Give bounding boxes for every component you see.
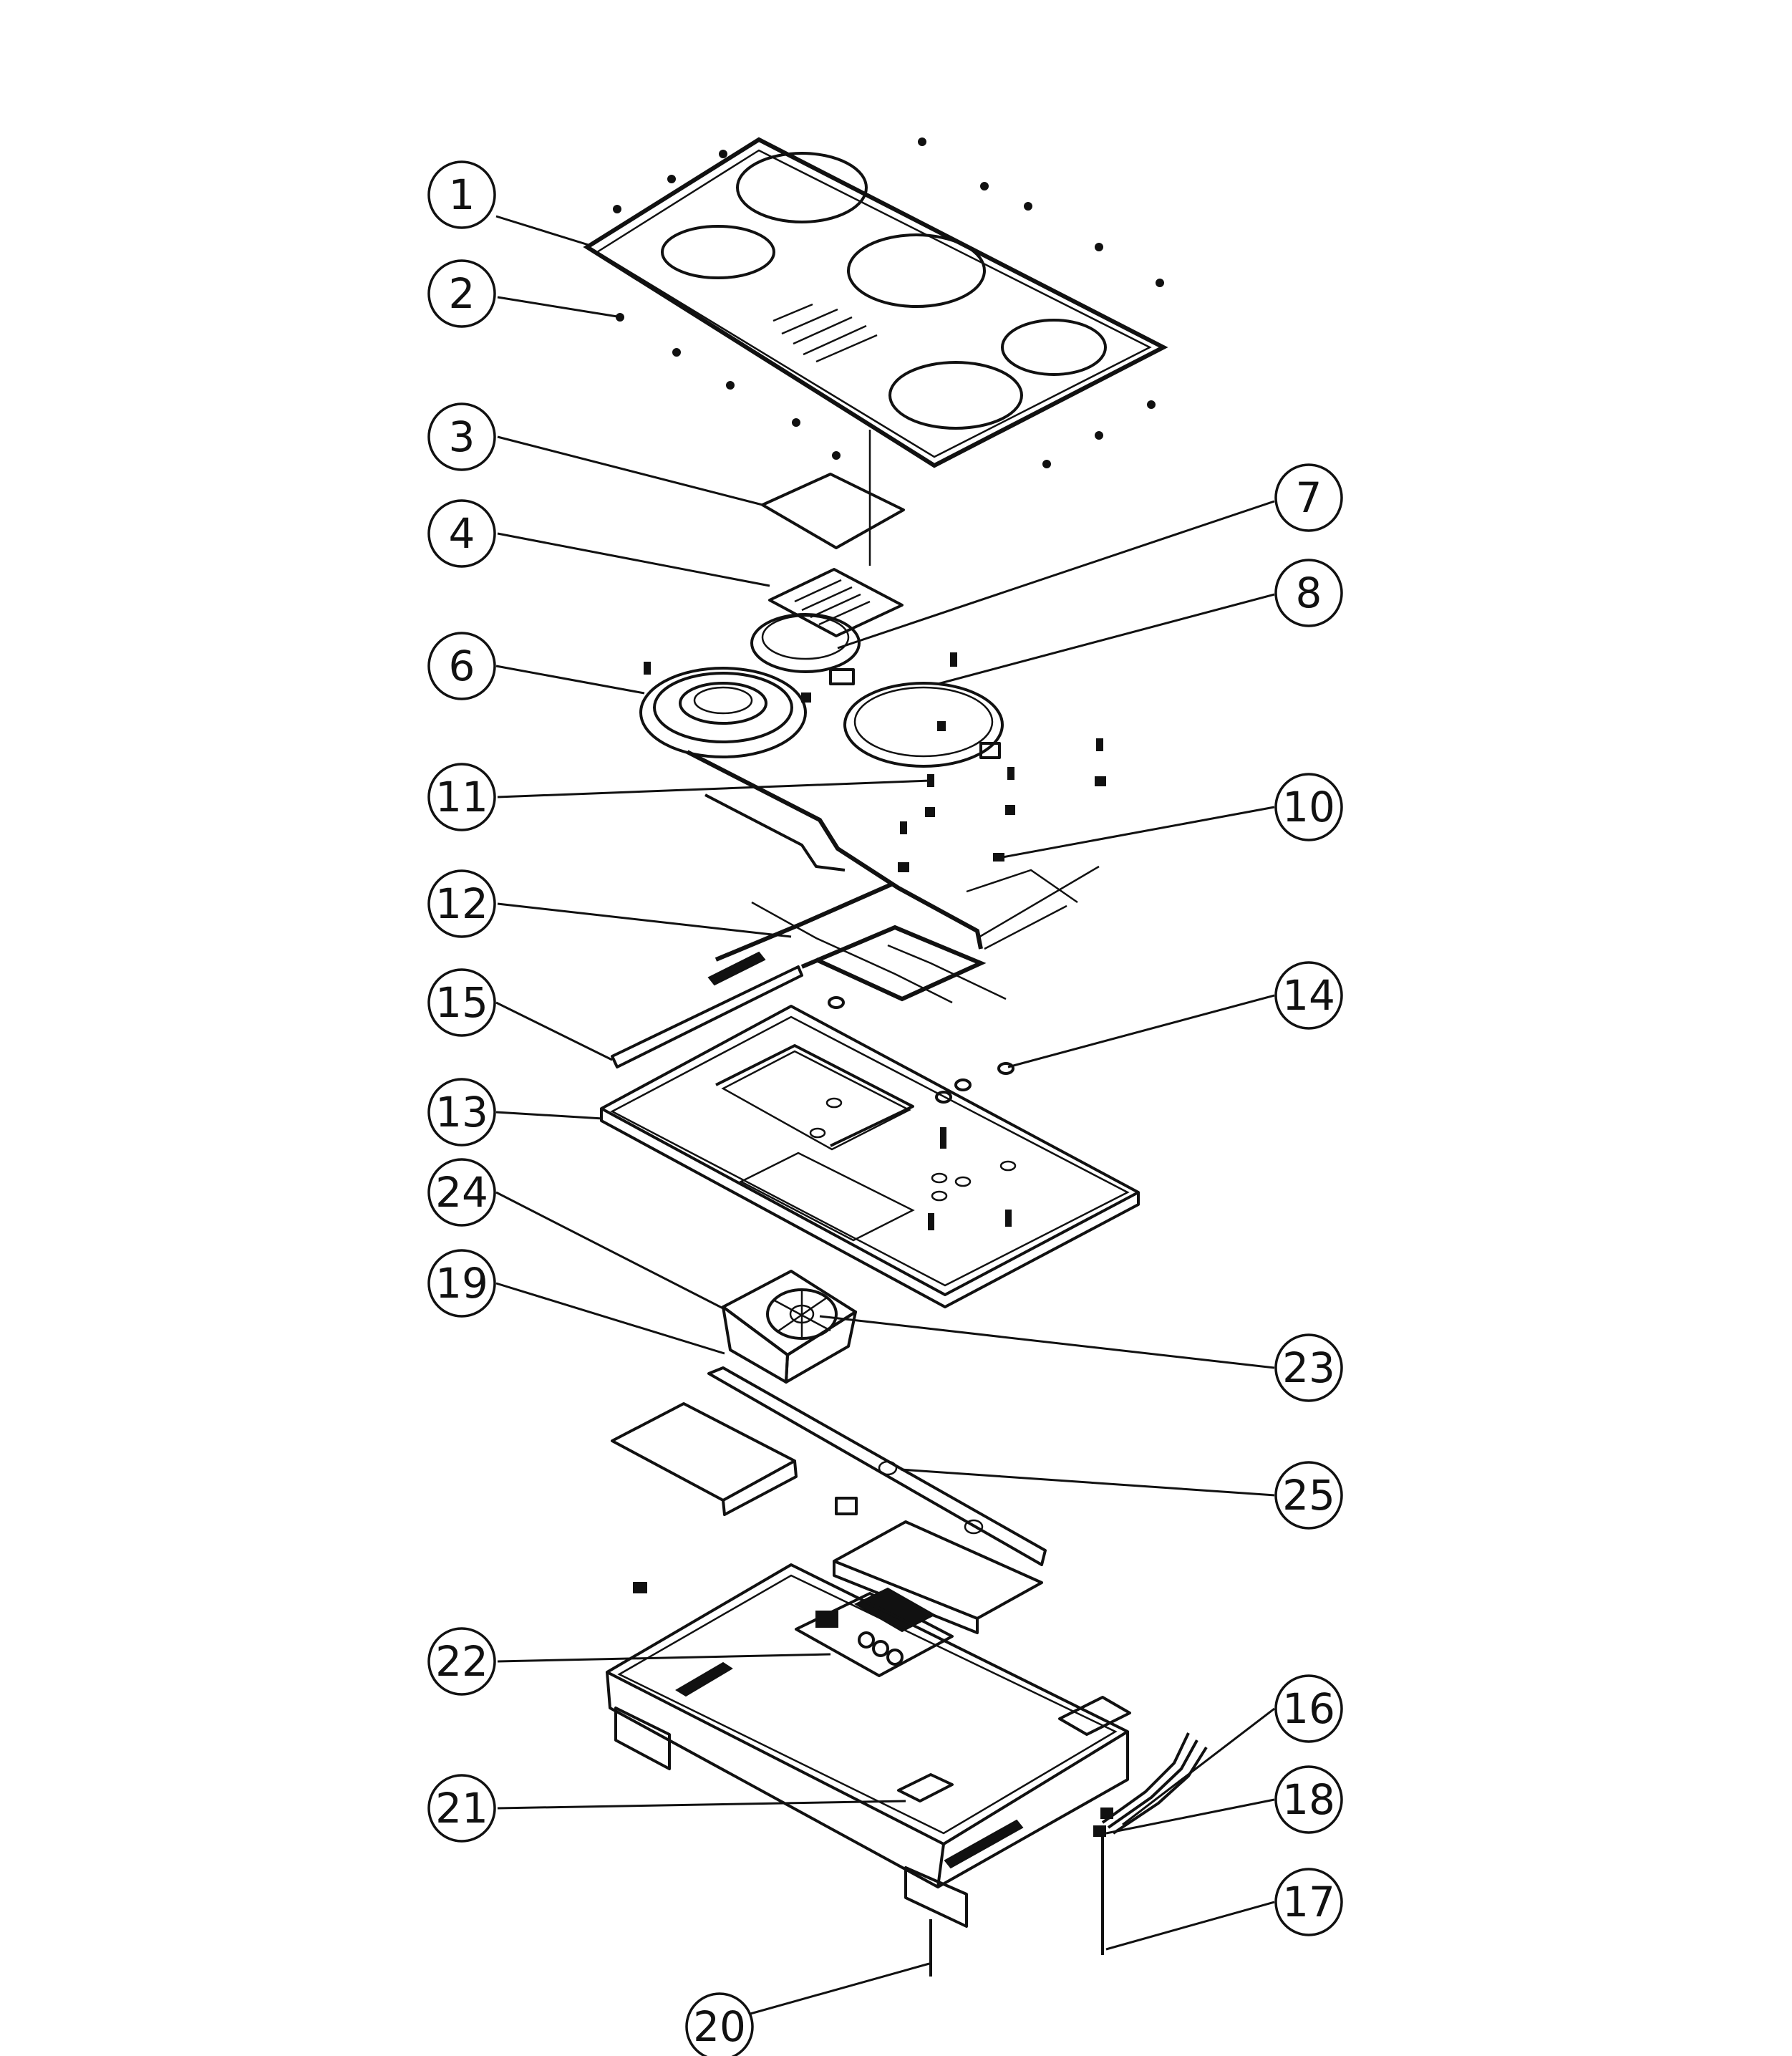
callout-23: 23 (1274, 1333, 1343, 1402)
callout-15: 15 (427, 968, 496, 1037)
callout-2: 2 (427, 259, 496, 328)
touch-board (768, 568, 904, 637)
callout-18: 18 (1274, 1765, 1343, 1834)
callout-20: 20 (685, 1992, 754, 2056)
callout-4: 4 (427, 499, 496, 568)
svg-text:6: 6 (449, 642, 475, 690)
callout-17: 17 (1274, 1868, 1343, 1936)
small-heating-element (750, 613, 861, 685)
terminal-clips (898, 721, 1106, 872)
callout-25: 25 (1274, 1461, 1343, 1530)
svg-text:11: 11 (435, 773, 488, 821)
callout-13: 13 (427, 1078, 496, 1147)
svg-text:10: 10 (1282, 783, 1335, 831)
callout-11: 11 (427, 763, 496, 831)
svg-text:21: 21 (435, 1784, 488, 1833)
svg-text:17: 17 (1282, 1878, 1335, 1926)
glass-top (583, 137, 1168, 468)
svg-text:4: 4 (449, 509, 475, 558)
svg-text:23: 23 (1282, 1343, 1335, 1392)
callout-22: 22 (427, 1627, 496, 1696)
power-cord (1101, 1732, 1208, 1835)
inner-frame (600, 1005, 1140, 1308)
callout-6: 6 (427, 632, 496, 700)
svg-text:24: 24 (435, 1168, 488, 1217)
svg-text:12: 12 (435, 879, 488, 928)
callout-12: 12 (427, 869, 496, 938)
callout-8: 8 (1274, 559, 1343, 627)
right-heating-element (843, 652, 1004, 768)
callout-7: 7 (1274, 463, 1343, 532)
spacers (828, 996, 1014, 1230)
fan-duct (722, 1270, 857, 1384)
svg-text:25: 25 (1282, 1471, 1335, 1520)
callout-10: 10 (1274, 773, 1343, 841)
svg-text:13: 13 (435, 1088, 488, 1136)
callout-21: 21 (427, 1774, 496, 1843)
callout-1: 1 (427, 160, 496, 229)
svg-text:16: 16 (1282, 1684, 1335, 1733)
svg-text:7: 7 (1296, 473, 1322, 522)
bottom-housing (606, 1563, 1131, 1977)
callout-16: 16 (1274, 1674, 1343, 1743)
leader-lines (495, 215, 1275, 2015)
svg-text:1: 1 (449, 170, 475, 219)
svg-text:18: 18 (1282, 1775, 1335, 1824)
svg-text:8: 8 (1296, 569, 1322, 617)
cooling-fan (766, 1288, 838, 1340)
side-bracket (611, 965, 803, 1068)
screw-dots (613, 137, 1164, 468)
wiring-harness (686, 750, 1100, 1004)
svg-text:3: 3 (449, 412, 475, 461)
callout-24: 24 (427, 1158, 496, 1227)
control-panel-sheet (761, 430, 905, 566)
svg-text:2: 2 (449, 269, 475, 318)
svg-text:22: 22 (435, 1637, 488, 1686)
shield-plate (611, 1366, 1047, 1634)
svg-text:20: 20 (693, 2002, 746, 2051)
svg-text:19: 19 (435, 1259, 488, 1308)
callout-3: 3 (427, 402, 496, 471)
svg-text:14: 14 (1282, 971, 1335, 1020)
left-heating-element (639, 662, 811, 758)
svg-text:15: 15 (435, 978, 488, 1027)
callout-19: 19 (427, 1249, 496, 1318)
callout-14: 14 (1274, 961, 1343, 1030)
